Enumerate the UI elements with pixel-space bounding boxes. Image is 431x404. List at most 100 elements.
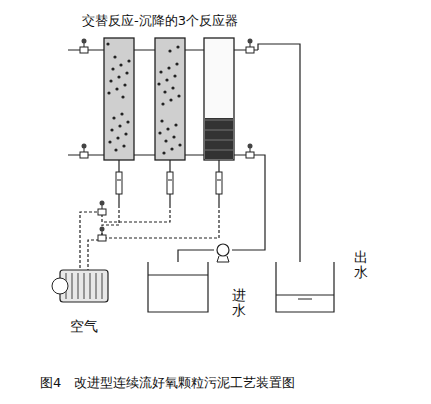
pipe	[218, 194, 219, 205]
valve-handle	[82, 144, 87, 149]
valve-body	[98, 235, 106, 241]
granule	[113, 55, 116, 58]
granule	[126, 120, 129, 123]
granule	[117, 75, 120, 78]
granule	[178, 143, 181, 146]
compressor-fin	[84, 273, 85, 299]
water-level	[276, 295, 334, 296]
effluent-label: 出水	[354, 250, 368, 281]
sludge-layer	[205, 150, 233, 151]
valve-body	[80, 47, 88, 53]
equipment-label: 出水	[354, 250, 368, 281]
valve-body	[80, 152, 88, 158]
air-line	[102, 205, 170, 222]
valve	[246, 39, 254, 54]
sludge-layer	[205, 130, 233, 131]
valve-handle	[248, 39, 253, 44]
granule	[118, 124, 121, 127]
granule	[106, 42, 109, 45]
compressor-fin	[102, 273, 103, 299]
pump	[217, 244, 229, 256]
granule	[173, 74, 176, 77]
granule	[124, 132, 127, 135]
settled-sludge	[205, 118, 233, 159]
granule	[167, 66, 170, 69]
valve-handle	[100, 227, 105, 232]
granule	[176, 45, 179, 48]
compressor-wheel	[52, 278, 68, 294]
pipe	[232, 155, 265, 250]
compressor-fin	[90, 273, 91, 299]
figure-caption: 图4 改进型连续流好氧颗粒污泥工艺装置图	[40, 374, 295, 392]
compressor-fin	[96, 273, 97, 299]
granule	[171, 86, 174, 89]
flowmeter-float	[117, 180, 121, 181]
granule	[111, 67, 114, 70]
valve	[80, 39, 88, 54]
granule	[109, 79, 112, 82]
compressor-fin	[72, 273, 73, 299]
granule	[172, 135, 175, 138]
sludge-layer	[205, 120, 233, 121]
granule	[125, 71, 128, 74]
air-line	[102, 205, 219, 238]
reactor-column	[204, 38, 234, 160]
valve	[246, 144, 254, 159]
valve-handle	[82, 39, 87, 44]
granule	[165, 78, 168, 81]
equipment-label: 进水	[232, 288, 246, 319]
valve-body	[246, 47, 254, 53]
granule	[108, 140, 111, 143]
granule	[107, 91, 110, 94]
water-level-mark	[298, 299, 312, 300]
granule	[115, 87, 118, 90]
granule	[123, 83, 126, 86]
granule	[116, 136, 119, 139]
air-compressor	[52, 270, 108, 302]
reactor-body	[104, 38, 134, 160]
granule	[112, 116, 115, 119]
granule	[163, 90, 166, 93]
flowmeter-float	[217, 180, 221, 181]
valve-body	[98, 209, 106, 215]
granule	[122, 144, 125, 147]
granule	[120, 112, 123, 115]
pipe	[258, 44, 300, 262]
water-level	[148, 275, 208, 276]
influent-label: 进水	[232, 288, 246, 319]
effluent-tank	[276, 262, 334, 312]
compressor-label: 空气	[70, 318, 98, 336]
flowmeter	[216, 172, 222, 194]
equipment-label: 空气	[70, 318, 98, 336]
granule	[161, 102, 164, 105]
granule	[162, 151, 165, 154]
granule	[121, 95, 124, 98]
flowmeter	[167, 172, 173, 194]
sludge-layer	[205, 140, 233, 141]
granule	[159, 70, 162, 73]
valve	[98, 201, 106, 216]
valve-handle	[100, 201, 105, 206]
granule	[127, 59, 130, 62]
pipe	[169, 194, 170, 205]
valve	[80, 144, 88, 159]
valve-body	[246, 152, 254, 158]
valve-handle	[248, 144, 253, 149]
granule	[110, 128, 113, 131]
flowmeter-float	[168, 180, 172, 181]
flowmeter	[116, 172, 122, 194]
granule	[168, 49, 171, 52]
reactor-column	[104, 38, 134, 160]
granule	[175, 62, 178, 65]
granule	[164, 139, 167, 142]
reactor-body	[204, 38, 234, 160]
granule	[169, 98, 172, 101]
pipe	[118, 194, 119, 205]
granule	[114, 148, 117, 151]
diagram-title: 交替反应-沉降的3个反应器	[82, 12, 238, 30]
granule	[177, 94, 180, 97]
influent-tank	[148, 262, 208, 312]
granule	[166, 127, 169, 130]
granule	[157, 82, 160, 85]
